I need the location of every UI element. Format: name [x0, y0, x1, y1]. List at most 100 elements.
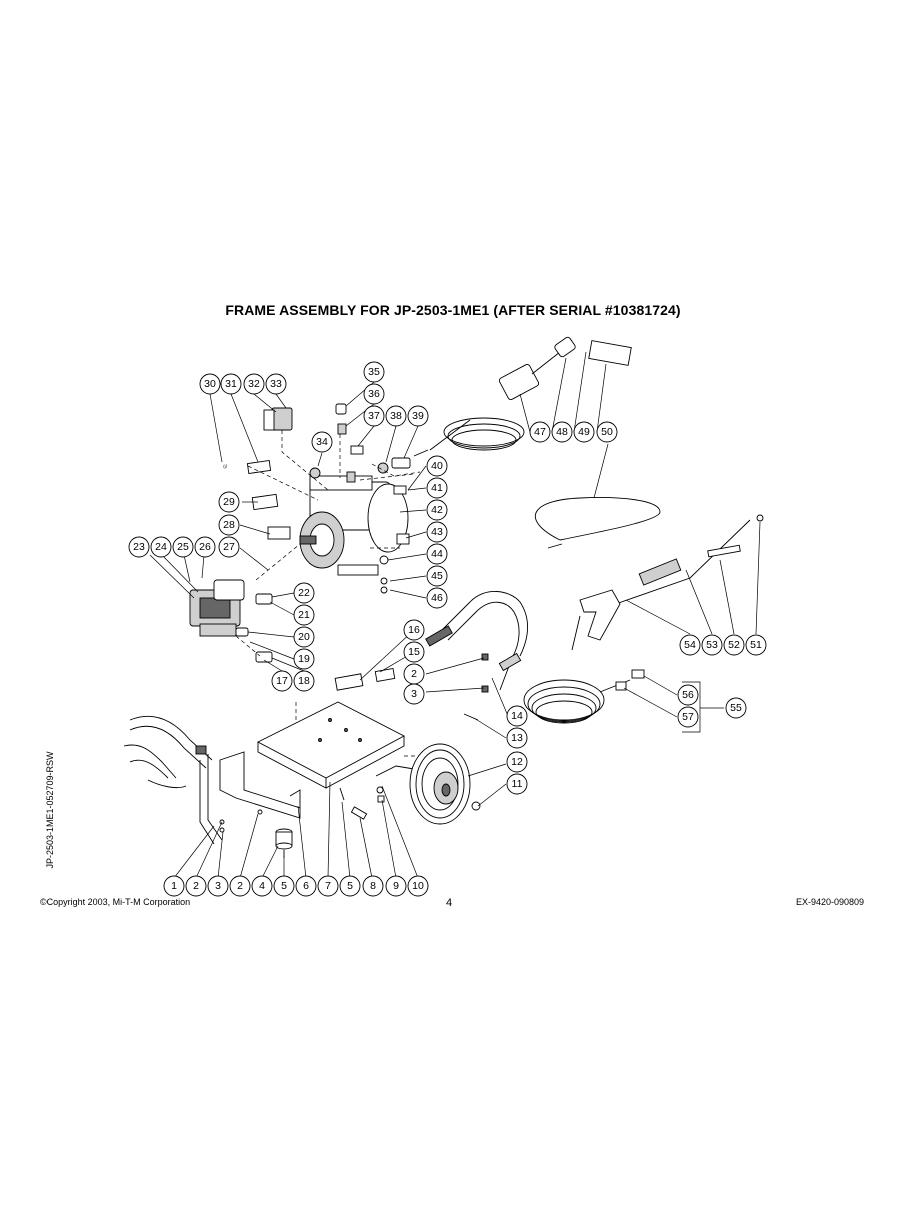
- svg-text:21: 21: [298, 609, 310, 621]
- callout-49: 49: [573, 421, 595, 443]
- callout-5b: 5: [339, 875, 361, 897]
- svg-text:4: 4: [259, 880, 265, 892]
- wheel-drawing: [409, 743, 481, 825]
- callout-47: 47: [529, 421, 551, 443]
- callout-30: 30: [199, 373, 221, 395]
- svg-text:23: 23: [133, 541, 145, 553]
- foot-drawing: [275, 828, 293, 858]
- pump-drawing: [189, 579, 245, 637]
- svg-text:44: 44: [431, 548, 443, 560]
- svg-text:46: 46: [431, 592, 443, 604]
- svg-text:16: 16: [408, 624, 420, 636]
- svg-text:3: 3: [411, 688, 417, 700]
- callout-40: 40: [426, 455, 448, 477]
- svg-text:7: 7: [325, 880, 331, 892]
- callout-34: 34: [311, 431, 333, 453]
- callout-2c: 2: [229, 875, 251, 897]
- svg-text:19: 19: [298, 653, 310, 665]
- callout-45: 45: [426, 565, 448, 587]
- svg-text:29: 29: [223, 496, 235, 508]
- copyright-text: ©Copyright 2003, Mi-T-M Corporation: [40, 897, 191, 907]
- svg-text:25: 25: [177, 541, 189, 553]
- svg-text:37: 37: [368, 410, 380, 422]
- svg-text:2: 2: [193, 880, 199, 892]
- bracket-drawing: [219, 751, 301, 819]
- callout-14: 14: [506, 705, 528, 727]
- callout-3: 3: [207, 875, 229, 897]
- callout-29: 29: [218, 491, 240, 513]
- svg-text:57: 57: [682, 711, 694, 723]
- svg-text:6: 6: [303, 880, 309, 892]
- svg-text:8: 8: [370, 880, 376, 892]
- leader-lines: [149, 351, 761, 879]
- svg-text:35: 35: [368, 366, 380, 378]
- callout-22: 22: [293, 582, 315, 604]
- callout-42: 42: [426, 499, 448, 521]
- callout-11: 11: [506, 773, 528, 795]
- svg-text:5: 5: [281, 880, 287, 892]
- svg-text:5: 5: [347, 880, 353, 892]
- bumper-drawing: [123, 715, 223, 845]
- svg-text:38: 38: [390, 410, 402, 422]
- svg-text:47: 47: [534, 426, 546, 438]
- svg-text:2: 2: [237, 880, 243, 892]
- callout-39: 39: [407, 405, 429, 427]
- svg-text:27: 27: [223, 541, 235, 553]
- svg-text:45: 45: [431, 570, 443, 582]
- callout-7: 7: [317, 875, 339, 897]
- callout-51: 51: [745, 634, 767, 656]
- svg-text:1: 1: [171, 880, 177, 892]
- svg-text:43: 43: [431, 526, 443, 538]
- svg-text:36: 36: [368, 388, 380, 400]
- callouts: 30 31 32 33 35 36 37 38 39 34 40 41 42 4…: [128, 361, 767, 897]
- svg-text:49: 49: [578, 426, 590, 438]
- callout-35: 35: [363, 361, 385, 383]
- callout-43: 43: [426, 521, 448, 543]
- callout-2: 2: [185, 875, 207, 897]
- callout-36: 36: [363, 383, 385, 405]
- svg-text:32: 32: [248, 378, 260, 390]
- callout-15: 15: [403, 641, 425, 663]
- svg-text:56: 56: [682, 689, 694, 701]
- callout-57: 57: [677, 706, 699, 728]
- svg-text:9: 9: [393, 880, 399, 892]
- callout-1: 1: [163, 875, 185, 897]
- callout-53: 53: [701, 634, 723, 656]
- pressure-hose-drawing: [523, 669, 645, 724]
- svg-text:13: 13: [511, 732, 523, 744]
- callout-37: 37: [363, 405, 385, 427]
- svg-text:30: 30: [204, 378, 216, 390]
- svg-text:31: 31: [225, 378, 237, 390]
- callout-54: 54: [679, 634, 701, 656]
- svg-text:2: 2: [411, 668, 417, 680]
- svg-text:41: 41: [431, 482, 443, 494]
- page-number: 4: [446, 897, 453, 909]
- callout-23: 23: [128, 536, 150, 558]
- side-document-code: JP-2503-1ME1-052709-RSW: [45, 751, 55, 869]
- document-code: EX-9420-090809: [795, 897, 864, 907]
- svg-text:15: 15: [408, 646, 420, 658]
- callout-50: 50: [596, 421, 618, 443]
- svg-text:48: 48: [556, 426, 568, 438]
- callout-21: 21: [293, 604, 315, 626]
- callout-3b: 3: [403, 683, 425, 705]
- svg-text:11: 11: [512, 778, 523, 790]
- svg-text:54: 54: [684, 639, 696, 651]
- svg-text:40: 40: [431, 460, 443, 472]
- svg-text:///: ///: [222, 463, 229, 470]
- callout-56: 56: [677, 684, 699, 706]
- svg-text:39: 39: [412, 410, 424, 422]
- svg-text:42: 42: [431, 504, 443, 516]
- callout-10: 10: [407, 875, 429, 897]
- svg-text:17: 17: [276, 675, 288, 687]
- handle-drawing: [425, 591, 528, 691]
- callout-38: 38: [385, 405, 407, 427]
- callout-24: 24: [150, 536, 172, 558]
- callout-33: 33: [265, 373, 287, 395]
- svg-text:10: 10: [412, 880, 424, 892]
- callout-8: 8: [362, 875, 384, 897]
- callout-46: 46: [426, 587, 448, 609]
- svg-text:53: 53: [706, 639, 718, 651]
- callout-5: 5: [273, 875, 295, 897]
- callout-6: 6: [295, 875, 317, 897]
